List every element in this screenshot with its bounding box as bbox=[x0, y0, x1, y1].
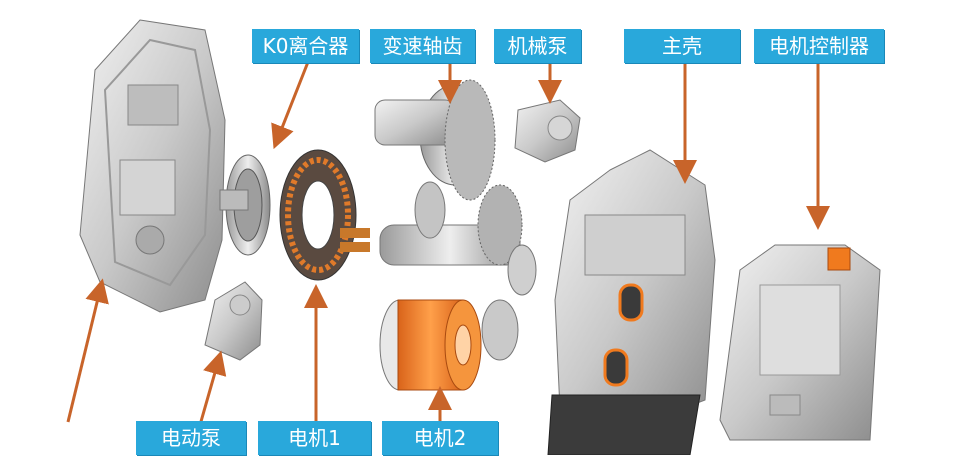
label-motor-controller: 电机控制器 bbox=[754, 29, 884, 63]
side-cover-part bbox=[79, 19, 226, 313]
motor-controller-part bbox=[719, 244, 881, 441]
arrow-side-cover bbox=[66, 278, 109, 423]
motor2-part bbox=[379, 299, 482, 391]
main-housing-part bbox=[547, 149, 716, 456]
motor1-part bbox=[279, 149, 370, 281]
gearbox-part bbox=[374, 79, 537, 361]
arrow-k0-clutch bbox=[271, 61, 310, 150]
label-k0-clutch: K0离合器 bbox=[252, 29, 359, 63]
label-mechanical-pump: 机械泵 bbox=[494, 29, 581, 63]
label-gearbox: 变速轴齿 bbox=[370, 29, 475, 63]
mechanical-pump-part bbox=[514, 99, 581, 163]
label-motor1: 电机1 bbox=[258, 421, 371, 455]
pointer-arrows bbox=[66, 61, 830, 426]
arrow-electric-pump bbox=[198, 350, 227, 426]
label-electric-pump: 电动泵 bbox=[136, 421, 246, 455]
electric-pump-part bbox=[204, 281, 263, 361]
label-motor2: 电机2 bbox=[382, 421, 498, 455]
label-main-housing: 主壳 bbox=[624, 29, 740, 63]
k0-clutch-part bbox=[219, 154, 271, 256]
